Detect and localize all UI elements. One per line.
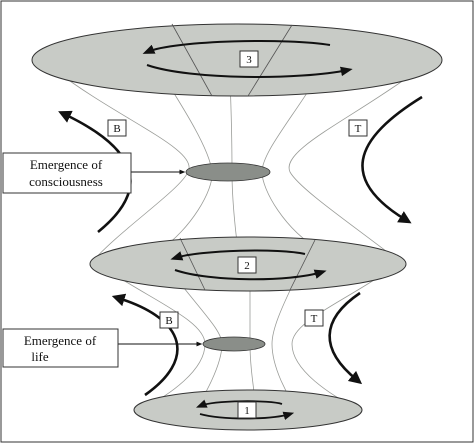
t-upper-label: T — [355, 123, 362, 135]
t-lower-box — [304, 309, 324, 327]
t-upper-box — [348, 119, 368, 137]
annotation-box-life — [2, 328, 119, 368]
flow-arrow-t-upper — [361, 95, 423, 224]
b-lower-label: B — [165, 315, 172, 327]
flow-arrow-t-lower — [328, 291, 363, 385]
annotation-life-line2: life — [31, 349, 49, 364]
t-lower-label: T — [311, 313, 318, 325]
waist-consciousness — [185, 162, 271, 182]
rotation-arrow-top-lower — [146, 64, 353, 78]
annotation-consciousness-line2: consciousness — [29, 174, 103, 189]
rotation-arrow-top-upper — [142, 39, 331, 54]
disk-3-label: 3 — [246, 54, 252, 66]
disk-3-label-box — [239, 50, 259, 68]
disk-1-label: 1 — [244, 405, 250, 417]
b-upper-box — [107, 119, 127, 137]
b-upper-label: B — [113, 123, 120, 135]
disk-1-label-box — [237, 401, 257, 419]
rotation-arrow-mid-upper — [170, 249, 306, 261]
rotation-arrow-mid-lower — [174, 269, 327, 281]
disk-2-label: 2 — [244, 260, 250, 272]
b-lower-box — [159, 311, 179, 329]
waist-life — [202, 336, 266, 352]
annotation-box-consciousness — [2, 152, 132, 194]
disk-2-label-box — [237, 256, 257, 274]
disk-3 — [31, 23, 443, 97]
annotation-consciousness-line1: Emergence of — [30, 157, 103, 172]
rotation-arrow-bottom-upper — [195, 399, 283, 408]
flow-arrow-b-lower — [111, 293, 179, 397]
annotation-life-line1: Emergence of — [24, 333, 97, 348]
